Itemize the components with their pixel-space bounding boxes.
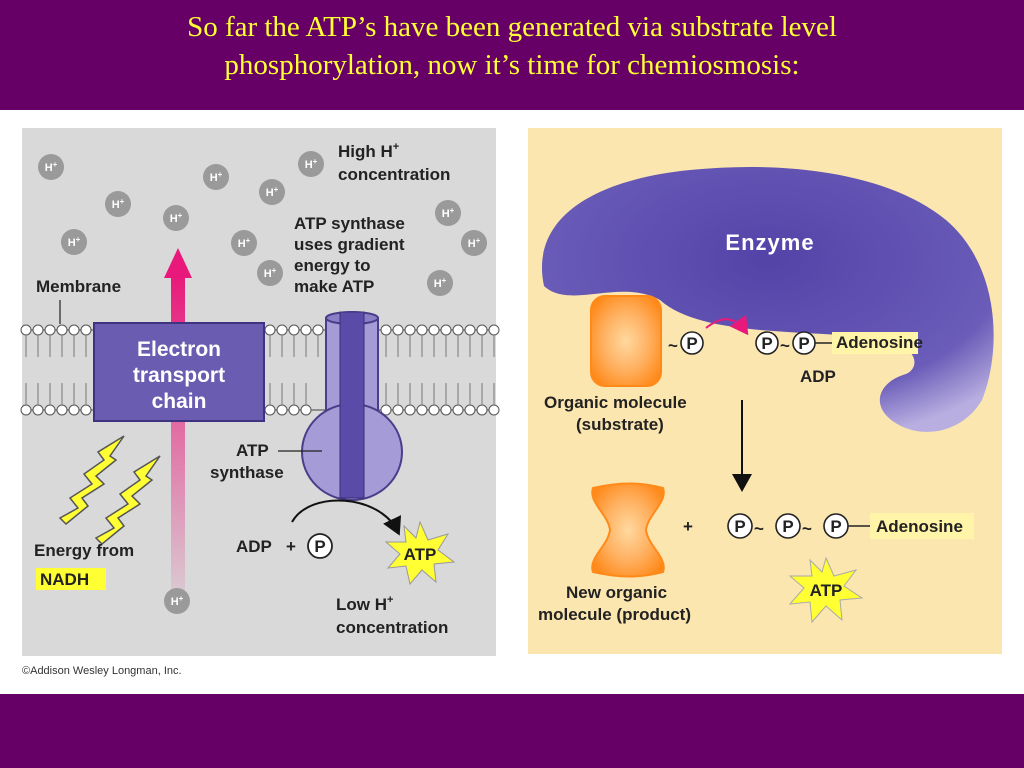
low-h-label-2: concentration xyxy=(336,618,448,637)
slide-title: So far the ATP’s have been generated via… xyxy=(0,8,1024,84)
synthase-text-4: make ATP xyxy=(294,277,374,296)
atp-label-left: ATP xyxy=(404,545,437,564)
svg-text:H+: H+ xyxy=(264,266,277,280)
synthase-text-3: energy to xyxy=(294,256,371,275)
synthase-text-2: uses gradient xyxy=(294,235,405,254)
figure-panel: Electron transport chain Energy from NAD… xyxy=(0,110,1024,694)
enzyme-shape xyxy=(541,166,994,432)
tilde-1: ~ xyxy=(668,336,678,355)
svg-text:H+: H+ xyxy=(45,160,58,174)
atp-label-right: ATP xyxy=(810,581,843,600)
product-molecule xyxy=(591,482,665,578)
phosphate-circle xyxy=(680,331,704,355)
atp-star-right xyxy=(788,556,864,624)
credit-text: ©Addison Wesley Longman, Inc. xyxy=(22,665,182,677)
h-ion: H+ xyxy=(257,260,283,286)
phosphate-circle xyxy=(755,331,779,355)
phosphate-label: P xyxy=(734,517,745,536)
phosphate-label: P xyxy=(686,334,697,353)
atp-synthase xyxy=(301,311,403,501)
phosphate-label: P xyxy=(798,334,809,353)
h-ion: H+ xyxy=(435,200,461,226)
energy-bolts xyxy=(58,435,161,546)
svg-text:H+: H+ xyxy=(266,185,279,199)
atp-synthase-label-1: ATP xyxy=(236,441,269,460)
svg-text:H+: H+ xyxy=(171,594,184,608)
title-line-2: phosphorylation, now it’s time for chemi… xyxy=(224,49,800,81)
phosphate-label: P xyxy=(782,517,793,536)
h-ion: H+ xyxy=(461,230,487,256)
plus-sign-right: + xyxy=(683,517,693,536)
svg-text:H+: H+ xyxy=(170,211,183,225)
adp-label: ADP xyxy=(236,537,272,556)
tilde-2: ~ xyxy=(780,336,790,355)
adp-label-right: ADP xyxy=(800,367,836,386)
phosphate-circle xyxy=(727,513,753,539)
phosphate-label: P xyxy=(830,517,841,536)
h-ion: H+ xyxy=(298,151,324,177)
enzyme-label: Enzyme xyxy=(725,230,814,255)
substrate-molecule xyxy=(590,295,662,387)
high-h-label: High H+ xyxy=(338,141,399,161)
h-ion: H+ xyxy=(61,229,87,255)
synthase-text-1: ATP synthase xyxy=(294,214,405,233)
nadh-label: NADH xyxy=(40,570,89,589)
energy-label: Energy from xyxy=(34,541,134,560)
atp-star-left xyxy=(384,520,456,586)
low-h-label: Low H+ xyxy=(336,594,393,614)
adenosine-label-top: Adenosine xyxy=(836,333,923,352)
etc-label-3: chain xyxy=(152,390,207,413)
svg-text:H+: H+ xyxy=(210,170,223,184)
svg-text:H+: H+ xyxy=(468,236,481,250)
substrate-level-figure: Enzyme ~ P P ~ P Adenosine ADP Organic m… xyxy=(528,128,1002,654)
tilde-4: ~ xyxy=(802,519,812,538)
new-organic-label-1: New organic xyxy=(566,583,667,602)
etc-label-2: transport xyxy=(133,364,225,387)
plus-sign: + xyxy=(286,537,296,556)
h-ion: H+ xyxy=(105,191,131,217)
title-line-1: So far the ATP’s have been generated via… xyxy=(187,11,837,43)
membrane xyxy=(20,324,500,416)
hydrogen-ions: H+ H+ H+ H+ H+ H+ H+ H+ H+ H+ H+ H+ H+ xyxy=(38,151,487,614)
svg-text:H+: H+ xyxy=(442,206,455,220)
svg-text:H+: H+ xyxy=(434,276,447,290)
adenosine-label-bottom: Adenosine xyxy=(876,517,963,536)
etc-label-1: Electron xyxy=(137,338,221,361)
h-ion: H+ xyxy=(231,230,257,256)
transfer-arrow xyxy=(705,314,749,336)
electron-transport-chain xyxy=(93,322,265,422)
adenosine-highlight xyxy=(832,332,918,354)
phosphate-label: P xyxy=(314,537,325,556)
h-ion: H+ xyxy=(163,205,189,231)
synthesis-arrow xyxy=(291,499,402,536)
organic-label-2: (substrate) xyxy=(576,415,664,434)
high-h-label-2: concentration xyxy=(338,165,450,184)
h-ion: H+ xyxy=(164,588,190,614)
svg-text:H+: H+ xyxy=(68,235,81,249)
svg-text:H+: H+ xyxy=(112,197,125,211)
h-ion: H+ xyxy=(203,164,229,190)
chemiosmosis-figure: Electron transport chain Energy from NAD… xyxy=(20,128,500,656)
figure-svg: Electron transport chain Energy from NAD… xyxy=(20,128,1002,677)
svg-text:H+: H+ xyxy=(238,236,251,250)
new-organic-label-2: molecule (product) xyxy=(538,605,691,624)
h-ion: H+ xyxy=(427,270,453,296)
phosphate-label: P xyxy=(761,334,772,353)
h-ion: H+ xyxy=(259,179,285,205)
svg-text:H+: H+ xyxy=(305,157,318,171)
h-ion: H+ xyxy=(38,154,64,180)
membrane-label: Membrane xyxy=(36,277,121,296)
phosphate-circle xyxy=(775,513,801,539)
organic-label-1: Organic molecule xyxy=(544,393,687,412)
atp-synthase-label-2: synthase xyxy=(210,463,284,482)
proton-pump-arrowhead xyxy=(164,248,192,278)
adenosine-highlight xyxy=(870,513,974,539)
phosphate-circle xyxy=(307,533,333,559)
nadh-highlight xyxy=(36,568,106,590)
tilde-3: ~ xyxy=(754,519,764,538)
